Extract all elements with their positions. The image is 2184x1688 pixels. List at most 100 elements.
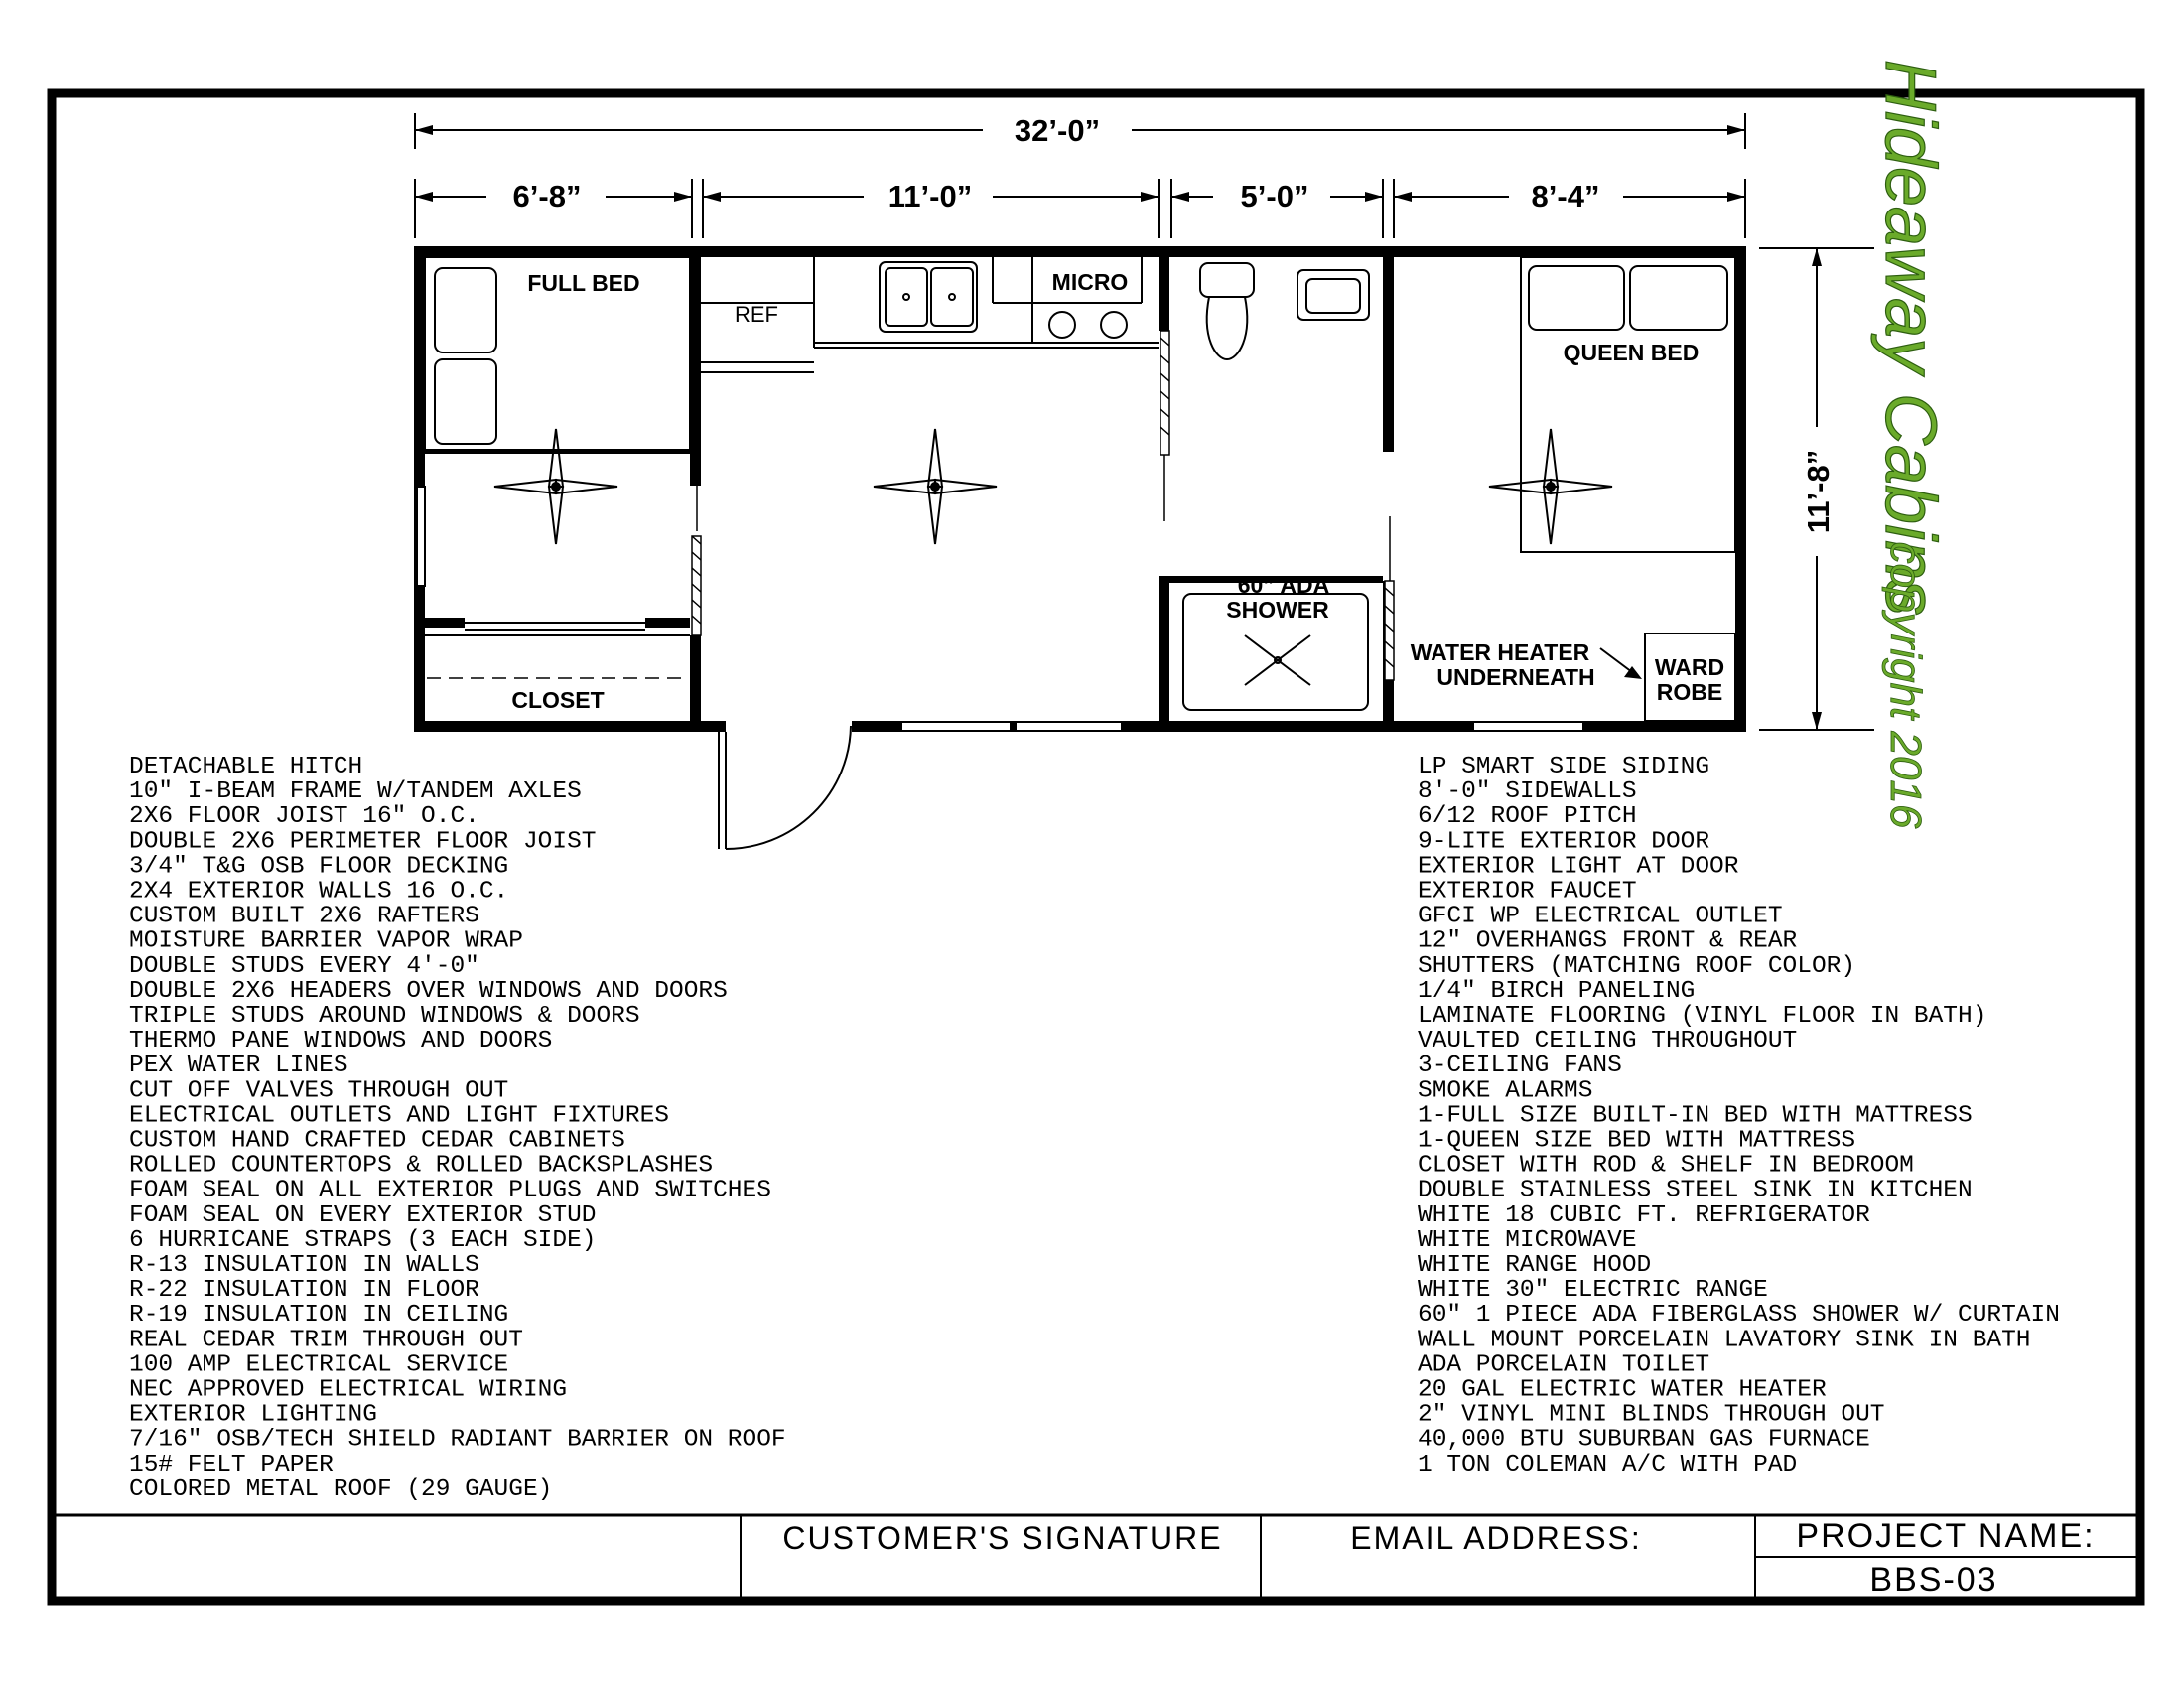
ref-label: REF	[735, 302, 778, 327]
spec-item: VAULTED CEILING THROUGHOUT	[1418, 1028, 1797, 1055]
full-bed-label: FULL BED	[527, 270, 639, 296]
dimension-lines	[414, 113, 1874, 731]
spec-item: 2X6 FLOOR JOIST 16" O.C.	[129, 803, 479, 830]
queen-bed-label: QUEEN BED	[1564, 340, 1700, 365]
spec-item: WHITE 18 CUBIC FT. REFRIGERATOR	[1418, 1202, 1870, 1229]
bedroom-one-width-label: 6’-8”	[513, 179, 582, 213]
spec-item: PEX WATER LINES	[129, 1053, 348, 1079]
spec-item: CLOSET WITH ROD & SHELF IN BEDROOM	[1418, 1153, 1914, 1180]
water-heater-arrow	[1599, 647, 1642, 679]
spec-item: EXTERIOR LIGHTING	[129, 1402, 377, 1429]
full-bed	[424, 256, 691, 451]
spec-item: CUSTOM BUILT 2X6 RAFTERS	[129, 904, 479, 930]
cabin-width-label: 11’-8”	[1801, 450, 1836, 533]
water-heater-label-line1: WATER HEATER	[1411, 639, 1590, 665]
ceiling-fan-icon	[873, 428, 998, 545]
spec-item: DETACHABLE HITCH	[129, 754, 362, 780]
spec-item: DOUBLE 2X6 HEADERS OVER WINDOWS AND DOOR…	[129, 978, 728, 1005]
spec-item: DOUBLE 2X6 PERIMETER FLOOR JOIST	[129, 828, 596, 855]
sheet-border	[47, 88, 2145, 1606]
spec-item: 1-QUEEN SIZE BED WITH MATTRESS	[1418, 1128, 1855, 1155]
shower-label-line2: SHOWER	[1226, 597, 1329, 623]
spec-item: R-13 INSULATION IN WALLS	[129, 1252, 479, 1279]
door-swing-lines	[696, 455, 1391, 581]
spec-item: LAMINATE FLOORING (VINYL FLOOR IN BATH)	[1418, 1003, 1986, 1030]
spec-item: FOAM SEAL ON ALL EXTERIOR PLUGS AND SWIT…	[129, 1178, 771, 1204]
spec-item: R-22 INSULATION IN FLOOR	[129, 1277, 479, 1304]
spec-item: CUT OFF VALVES THROUGH OUT	[129, 1077, 508, 1104]
customer-signature-field[interactable]: CUSTOMER'S SIGNATURE	[782, 1520, 1222, 1556]
spec-item: 100 AMP ELECTRICAL SERVICE	[129, 1351, 508, 1378]
copyright-text: copyright 2016	[1881, 542, 1930, 829]
spec-item: FOAM SEAL ON EVERY EXTERIOR STUD	[129, 1202, 596, 1229]
spec-item: LP SMART SIDE SIDING	[1418, 754, 1709, 780]
toilet	[1199, 262, 1255, 361]
ceiling-fan-icon	[1488, 428, 1613, 545]
wardrobe-label-line2: ROBE	[1657, 679, 1722, 705]
spec-item: ADA PORCELAIN TOILET	[1418, 1351, 1709, 1378]
micro-label: MICRO	[1052, 269, 1129, 295]
spec-item: WHITE 30" ELECTRIC RANGE	[1418, 1277, 1768, 1304]
spec-item: 8'-0" SIDEWALLS	[1418, 778, 1637, 805]
spec-item: 6/12 ROOF PITCH	[1418, 803, 1637, 830]
spec-item: WHITE RANGE HOOD	[1418, 1252, 1651, 1279]
spec-item: 60" 1 PIECE ADA FIBERGLASS SHOWER W/ CUR…	[1418, 1302, 2060, 1329]
spec-item: 40,000 BTU SUBURBAN GAS FURNACE	[1418, 1427, 1870, 1454]
spec-item: DOUBLE STAINLESS STEEL SINK IN KITCHEN	[1418, 1178, 1973, 1204]
water-heater-label-line2: UNDERNEATH	[1436, 664, 1594, 690]
spec-item: DOUBLE STUDS EVERY 4'-0"	[129, 953, 479, 980]
entry-door	[718, 725, 852, 850]
email-address-field[interactable]: EMAIL ADDRESS:	[1350, 1520, 1642, 1556]
spec-item: 1 TON COLEMAN A/C WITH PAD	[1418, 1452, 1797, 1478]
shower-label-line1: 60” ADA	[1238, 572, 1329, 598]
spec-item: 1/4" BIRCH PANELING	[1418, 978, 1695, 1005]
wardrobe	[1644, 633, 1736, 722]
kitchen-counters	[701, 257, 1159, 373]
floor-plan	[414, 246, 1746, 850]
bathroom-sink	[1297, 269, 1370, 321]
spec-item: GFCI WP ELECTRICAL OUTLET	[1418, 904, 1783, 930]
living-kitchen-width-label: 11’-0”	[888, 179, 972, 213]
bedroom-two-width-label: 8’-4”	[1532, 179, 1600, 213]
spec-item: 1-FULL SIZE BUILT-IN BED WITH MATTRESS	[1418, 1102, 1973, 1129]
wardrobe-label-line1: WARD	[1655, 654, 1724, 680]
project-name-label: PROJECT NAME:	[1796, 1517, 2095, 1555]
spec-item: 20 GAL ELECTRIC WATER HEATER	[1418, 1377, 1827, 1404]
spec-item: THERMO PANE WINDOWS AND DOORS	[129, 1028, 552, 1055]
pocket-doors	[691, 330, 1395, 681]
project-name-value: BBS-03	[1869, 1561, 1997, 1599]
spec-item: COLORED METAL ROOF (29 GAUGE)	[129, 1477, 552, 1503]
spec-item: 6 HURRICANE STRAPS (3 EACH SIDE)	[129, 1227, 596, 1254]
queen-bed	[1520, 256, 1736, 553]
spec-item: WHITE MICROWAVE	[1418, 1227, 1637, 1254]
ceiling-fan-icon	[493, 428, 618, 545]
closet-label: CLOSET	[511, 687, 604, 713]
title-block	[52, 1513, 2140, 1601]
kitchen-sink	[879, 261, 978, 333]
spec-item: 7/16" OSB/TECH SHIELD RADIANT BARRIER ON…	[129, 1427, 786, 1454]
spec-item: ROLLED COUNTERTOPS & ROLLED BACKSPLASHES	[129, 1153, 713, 1180]
spec-item: 3/4" T&G OSB FLOOR DECKING	[129, 853, 508, 880]
spec-item: 12" OVERHANGS FRONT & REAR	[1418, 928, 1798, 955]
spec-item: CUSTOM HAND CRAFTED CEDAR CABINETS	[129, 1128, 625, 1155]
spec-item: 2" VINYL MINI BLINDS THROUGH OUT	[1418, 1402, 1884, 1429]
spec-item: REAL CEDAR TRIM THROUGH OUT	[129, 1327, 523, 1353]
spec-item: ELECTRICAL OUTLETS AND LIGHT FIXTURES	[129, 1102, 669, 1129]
spec-item: 2X4 EXTERIOR WALLS 16 O.C.	[129, 879, 508, 906]
spec-item: EXTERIOR LIGHT AT DOOR	[1418, 853, 1739, 880]
range-burners	[1048, 311, 1128, 339]
spec-item: 15# FELT PAPER	[129, 1452, 334, 1478]
spec-item: 10" I-BEAM FRAME W/TANDEM AXLES	[129, 778, 582, 805]
spec-item: TRIPLE STUDS AROUND WINDOWS & DOORS	[129, 1003, 640, 1030]
brand-logo-text: Hideaway Cabins	[1870, 60, 1950, 616]
spec-item: WALL MOUNT PORCELAIN LAVATORY SINK IN BA…	[1418, 1327, 2031, 1353]
spec-item: 9-LITE EXTERIOR DOOR	[1418, 828, 1709, 855]
overall-length-label: 32’-0”	[1015, 113, 1100, 148]
spec-item: R-19 INSULATION IN CEILING	[129, 1302, 508, 1329]
spec-item: MOISTURE BARRIER VAPOR WRAP	[129, 928, 523, 955]
spec-item: SMOKE ALARMS	[1418, 1077, 1592, 1104]
spec-item: NEC APPROVED ELECTRICAL WIRING	[129, 1377, 567, 1404]
spec-item: 3-CEILING FANS	[1418, 1053, 1622, 1079]
